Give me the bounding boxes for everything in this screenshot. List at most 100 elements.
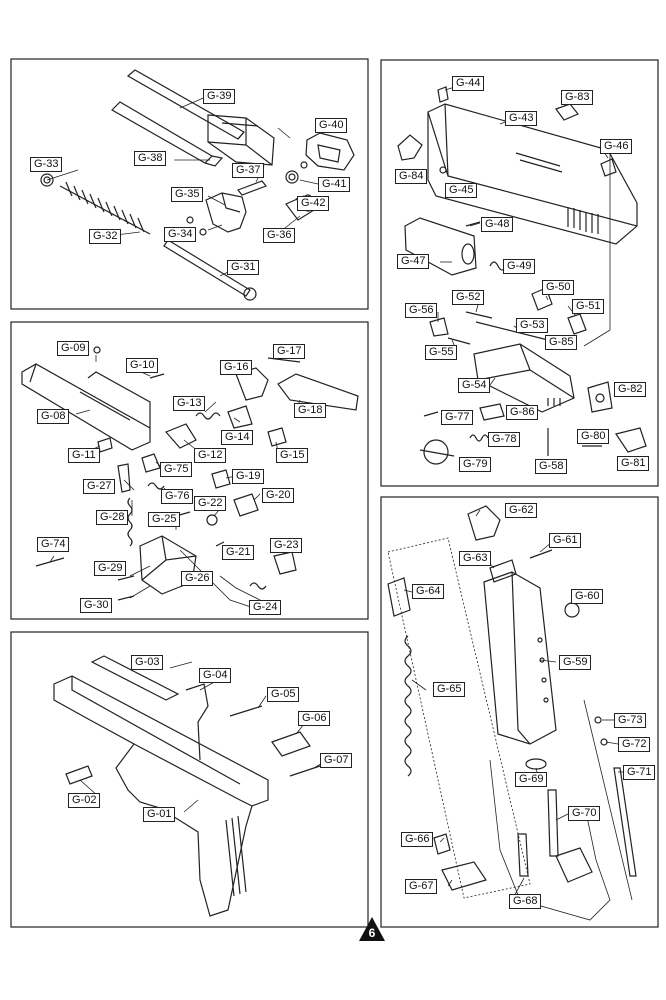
spring-04-drawing bbox=[185, 683, 209, 761]
pin-61-drawing bbox=[529, 549, 553, 559]
spring-28-drawing bbox=[127, 497, 133, 547]
label-g15: G-15 bbox=[276, 448, 309, 463]
label-g36: G-36 bbox=[263, 228, 296, 243]
label-g51: G-51 bbox=[572, 299, 605, 314]
pin-29-drawing bbox=[117, 575, 135, 581]
label-g12: G-12 bbox=[194, 448, 227, 463]
ring-22-drawing bbox=[206, 514, 218, 526]
label-g17: G-17 bbox=[273, 344, 306, 359]
label-g56: G-56 bbox=[405, 303, 438, 318]
clip-11-drawing bbox=[97, 437, 113, 453]
label-g43: G-43 bbox=[505, 111, 538, 126]
label-g08: G-08 bbox=[37, 409, 70, 424]
screw-45-drawing bbox=[439, 166, 447, 174]
label-g38: G-38 bbox=[134, 151, 167, 166]
recoil-spring-drawing bbox=[59, 181, 151, 235]
ring-73-drawing bbox=[594, 716, 602, 724]
sight-83-drawing bbox=[555, 103, 579, 121]
label-g33: G-33 bbox=[30, 157, 63, 172]
nozzle-drawing bbox=[404, 217, 477, 276]
baseplate-67-drawing bbox=[441, 861, 487, 891]
label-g65: G-65 bbox=[433, 682, 466, 697]
hop-chamber-drawing bbox=[305, 132, 355, 171]
rail-housing-drawing bbox=[21, 363, 151, 451]
inner-barrel-drawing bbox=[111, 101, 224, 167]
label-g74: G-74 bbox=[37, 537, 70, 552]
label-g45: G-45 bbox=[445, 183, 478, 198]
oring-69-drawing bbox=[525, 758, 547, 770]
leader-lines bbox=[46, 86, 633, 921]
screw-09-drawing bbox=[93, 346, 101, 354]
label-g09: G-09 bbox=[57, 341, 90, 356]
chamber-block-drawing bbox=[207, 114, 275, 166]
part-81-drawing bbox=[615, 427, 647, 453]
part-86-drawing bbox=[479, 403, 505, 421]
label-g40: G-40 bbox=[315, 118, 348, 133]
label-g60: G-60 bbox=[571, 589, 604, 604]
label-g76: G-76 bbox=[161, 489, 194, 504]
panel-magazine-group bbox=[380, 496, 659, 928]
label-g18: G-18 bbox=[294, 403, 327, 418]
label-g81: G-81 bbox=[617, 456, 650, 471]
label-g53: G-53 bbox=[516, 318, 549, 333]
rod-71-drawing bbox=[613, 767, 637, 877]
label-g72: G-72 bbox=[618, 737, 651, 752]
trigger-bar-18-drawing bbox=[277, 373, 359, 411]
base-70-drawing bbox=[555, 847, 593, 883]
label-g31: G-31 bbox=[227, 260, 260, 275]
pin-77-drawing bbox=[423, 411, 439, 417]
label-g44: G-44 bbox=[452, 76, 485, 91]
label-g85: G-85 bbox=[545, 335, 578, 350]
pin-30-drawing bbox=[117, 595, 135, 601]
label-g42: G-42 bbox=[297, 196, 330, 211]
label-g05: G-05 bbox=[267, 687, 300, 702]
label-g50: G-50 bbox=[542, 280, 575, 295]
label-g79: G-79 bbox=[459, 457, 492, 472]
panel-trigger-group bbox=[10, 321, 369, 620]
label-g83: G-83 bbox=[561, 90, 594, 105]
hop-rubber-drawing bbox=[285, 170, 299, 184]
page-number-badge: 6 bbox=[358, 916, 386, 942]
mag-lip-62-drawing bbox=[467, 505, 501, 541]
rail-03-drawing bbox=[90, 655, 180, 701]
magazine-body-drawing bbox=[483, 571, 557, 745]
label-g55: G-55 bbox=[425, 345, 458, 360]
pin-21-drawing bbox=[215, 541, 225, 547]
label-g47: G-47 bbox=[397, 254, 430, 269]
label-g59: G-59 bbox=[559, 655, 592, 670]
screw-34b-drawing bbox=[199, 228, 207, 236]
label-g68: G-68 bbox=[509, 894, 542, 909]
page-triangle-icon bbox=[359, 917, 385, 941]
pin-10-drawing bbox=[149, 373, 165, 379]
label-g52: G-52 bbox=[452, 290, 485, 305]
label-g22: G-22 bbox=[194, 496, 227, 511]
label-g28: G-28 bbox=[96, 510, 129, 525]
label-g30: G-30 bbox=[80, 598, 113, 613]
part-14-drawing bbox=[227, 405, 253, 429]
panel-barrel-group bbox=[10, 58, 369, 310]
part-19-drawing bbox=[211, 469, 231, 489]
rod-70-drawing bbox=[547, 789, 559, 857]
label-g58: G-58 bbox=[535, 459, 568, 474]
label-g66: G-66 bbox=[401, 832, 434, 847]
mag-spring-65-drawing bbox=[404, 635, 412, 777]
label-g61: G-61 bbox=[549, 533, 582, 548]
label-g64: G-64 bbox=[412, 584, 445, 599]
spring-78-drawing bbox=[469, 434, 489, 442]
spring-cap-33-drawing bbox=[40, 173, 54, 187]
block-56-drawing bbox=[429, 317, 449, 337]
label-g70: G-70 bbox=[568, 806, 601, 821]
label-g26: G-26 bbox=[181, 571, 214, 586]
label-g69: G-69 bbox=[515, 772, 548, 787]
label-g03: G-03 bbox=[131, 655, 164, 670]
page-number: 6 bbox=[368, 926, 376, 940]
label-g11: G-11 bbox=[68, 448, 100, 463]
spring-13-drawing bbox=[195, 412, 221, 420]
label-g20: G-20 bbox=[262, 488, 295, 503]
spring-24-drawing bbox=[249, 582, 267, 590]
label-g78: G-78 bbox=[488, 432, 521, 447]
label-g32: G-32 bbox=[89, 229, 122, 244]
label-g75: G-75 bbox=[160, 462, 193, 477]
clip-51-drawing bbox=[567, 313, 587, 335]
